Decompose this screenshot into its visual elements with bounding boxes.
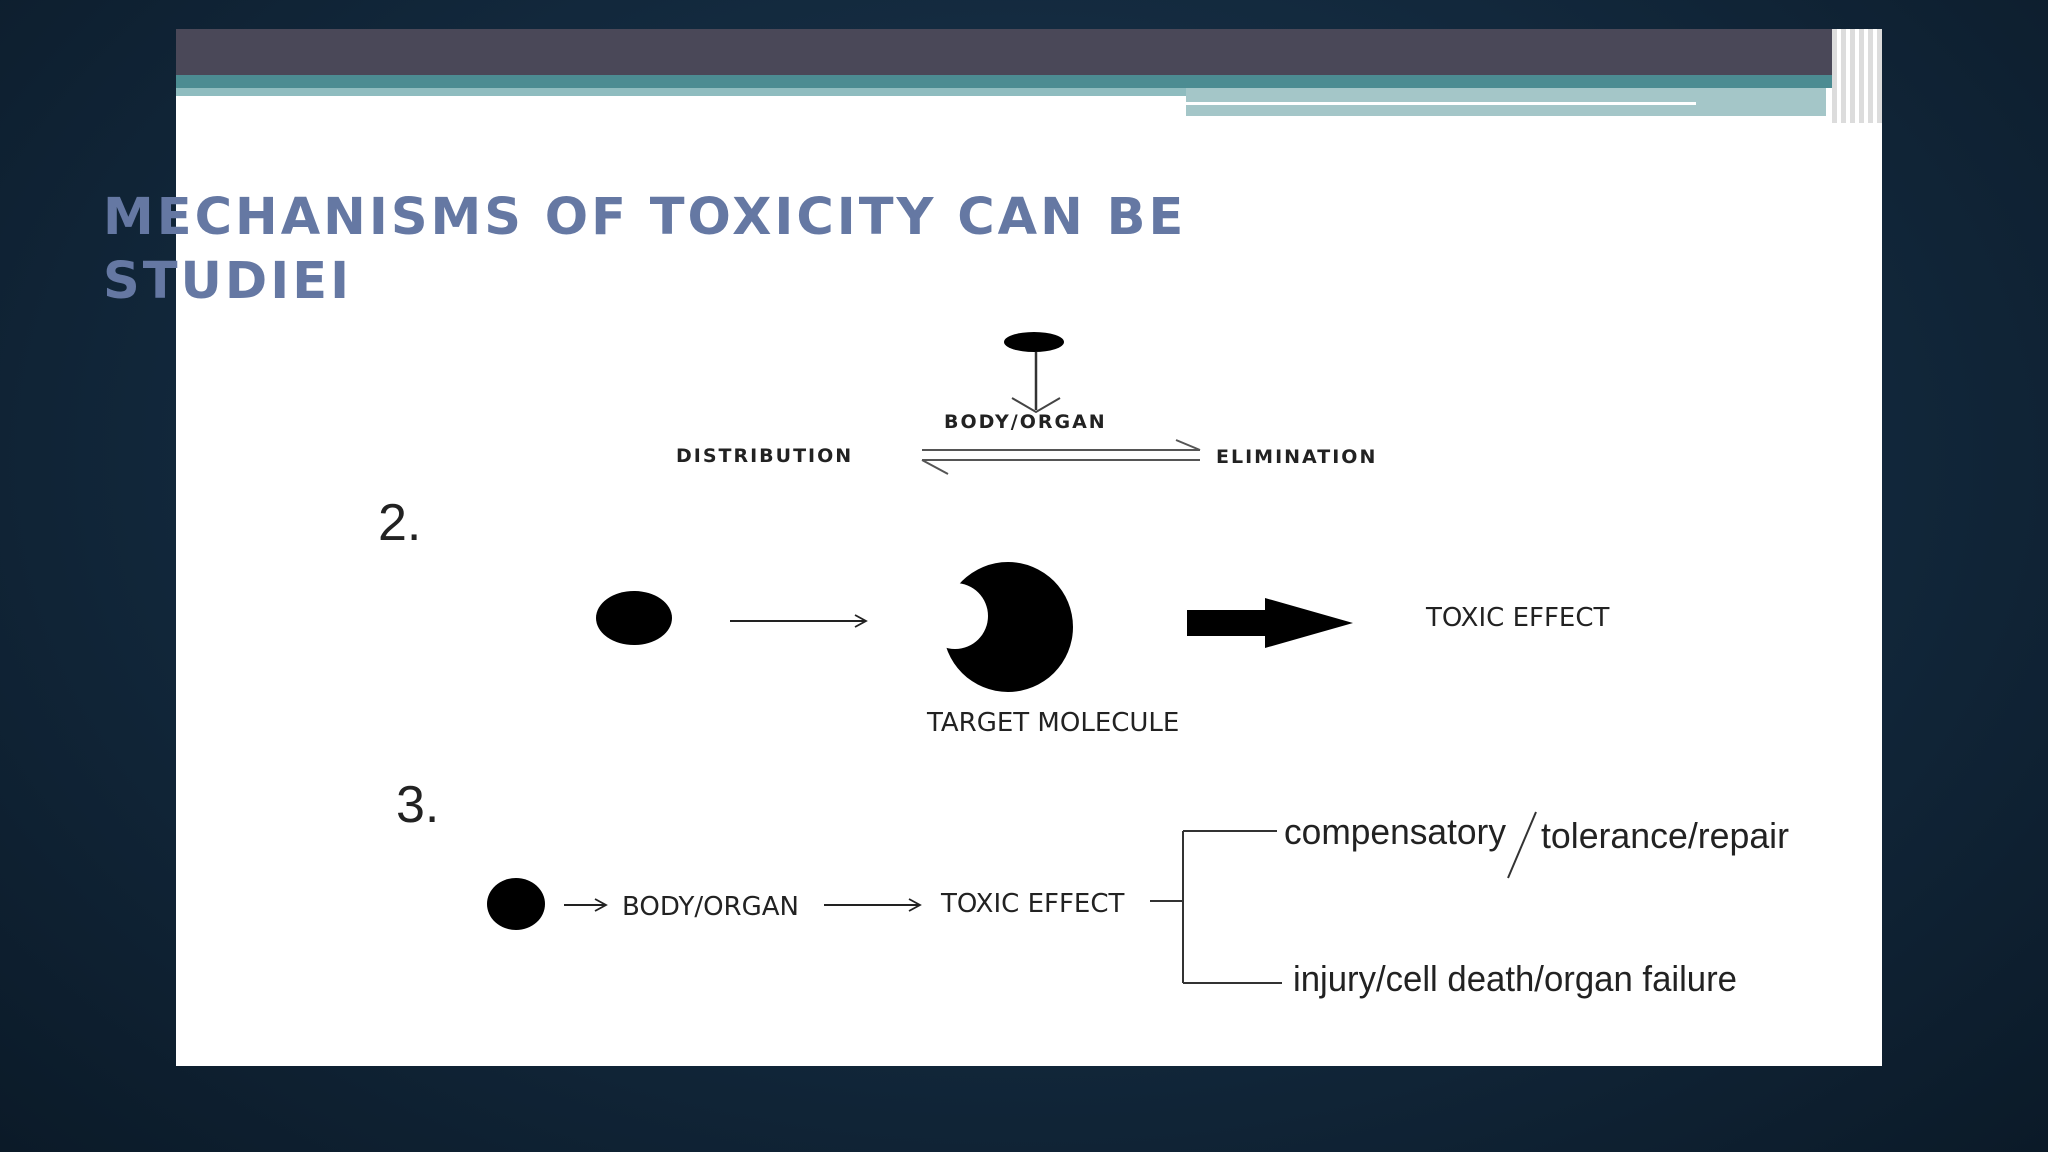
- compensatory-label: compensatory: [1284, 811, 1506, 852]
- header-accent-bar: [176, 75, 1882, 88]
- elimination-label: ELIMINATION: [1216, 446, 1377, 468]
- slide-title-line-1: MECHANISMS OF TOXICITY CAN BE: [103, 188, 1187, 247]
- toxic-effect-label-3: TOXIC EFFECT: [940, 889, 1125, 919]
- toxicant-dot-1: [1004, 332, 1064, 352]
- header-stripes: [1832, 29, 1882, 123]
- tolerance-repair-label: tolerance/repair: [1541, 815, 1789, 856]
- bold-arrow-to-effect: [1187, 598, 1353, 648]
- toxicant-dot-3: [487, 878, 545, 930]
- outcome-separator: [1507, 811, 1537, 879]
- equilibrium-arrows: [921, 439, 1201, 475]
- slide: [176, 29, 1882, 1066]
- header-accent-lower: [176, 88, 1186, 96]
- toxic-effect-label-2: TOXIC EFFECT: [1425, 603, 1610, 633]
- step-number-3: 3.: [396, 776, 439, 834]
- body-organ-label-1: BODY/ORGAN: [944, 411, 1107, 433]
- outcome-bracket: [1150, 830, 1282, 984]
- distribution-label: DISTRIBUTION: [676, 445, 853, 467]
- slide-title: MECHANISMS OF TOXICITY CAN BE STUDIEI: [103, 186, 1503, 314]
- toxicant-dot-2: [596, 591, 672, 645]
- header-bar: [176, 29, 1882, 75]
- injury-label: injury/cell death/organ failure: [1293, 958, 1737, 999]
- slide-title-line-2: STUDIEI: [103, 252, 353, 311]
- step-number-2: 2.: [378, 494, 421, 552]
- target-molecule-label: TARGET MOLECULE: [926, 708, 1179, 738]
- header-step-line: [1186, 102, 1696, 105]
- down-arrow-head: [1011, 397, 1061, 414]
- target-molecule-icon: [922, 562, 1073, 692]
- body-organ-label-3: BODY/ORGAN: [622, 892, 799, 922]
